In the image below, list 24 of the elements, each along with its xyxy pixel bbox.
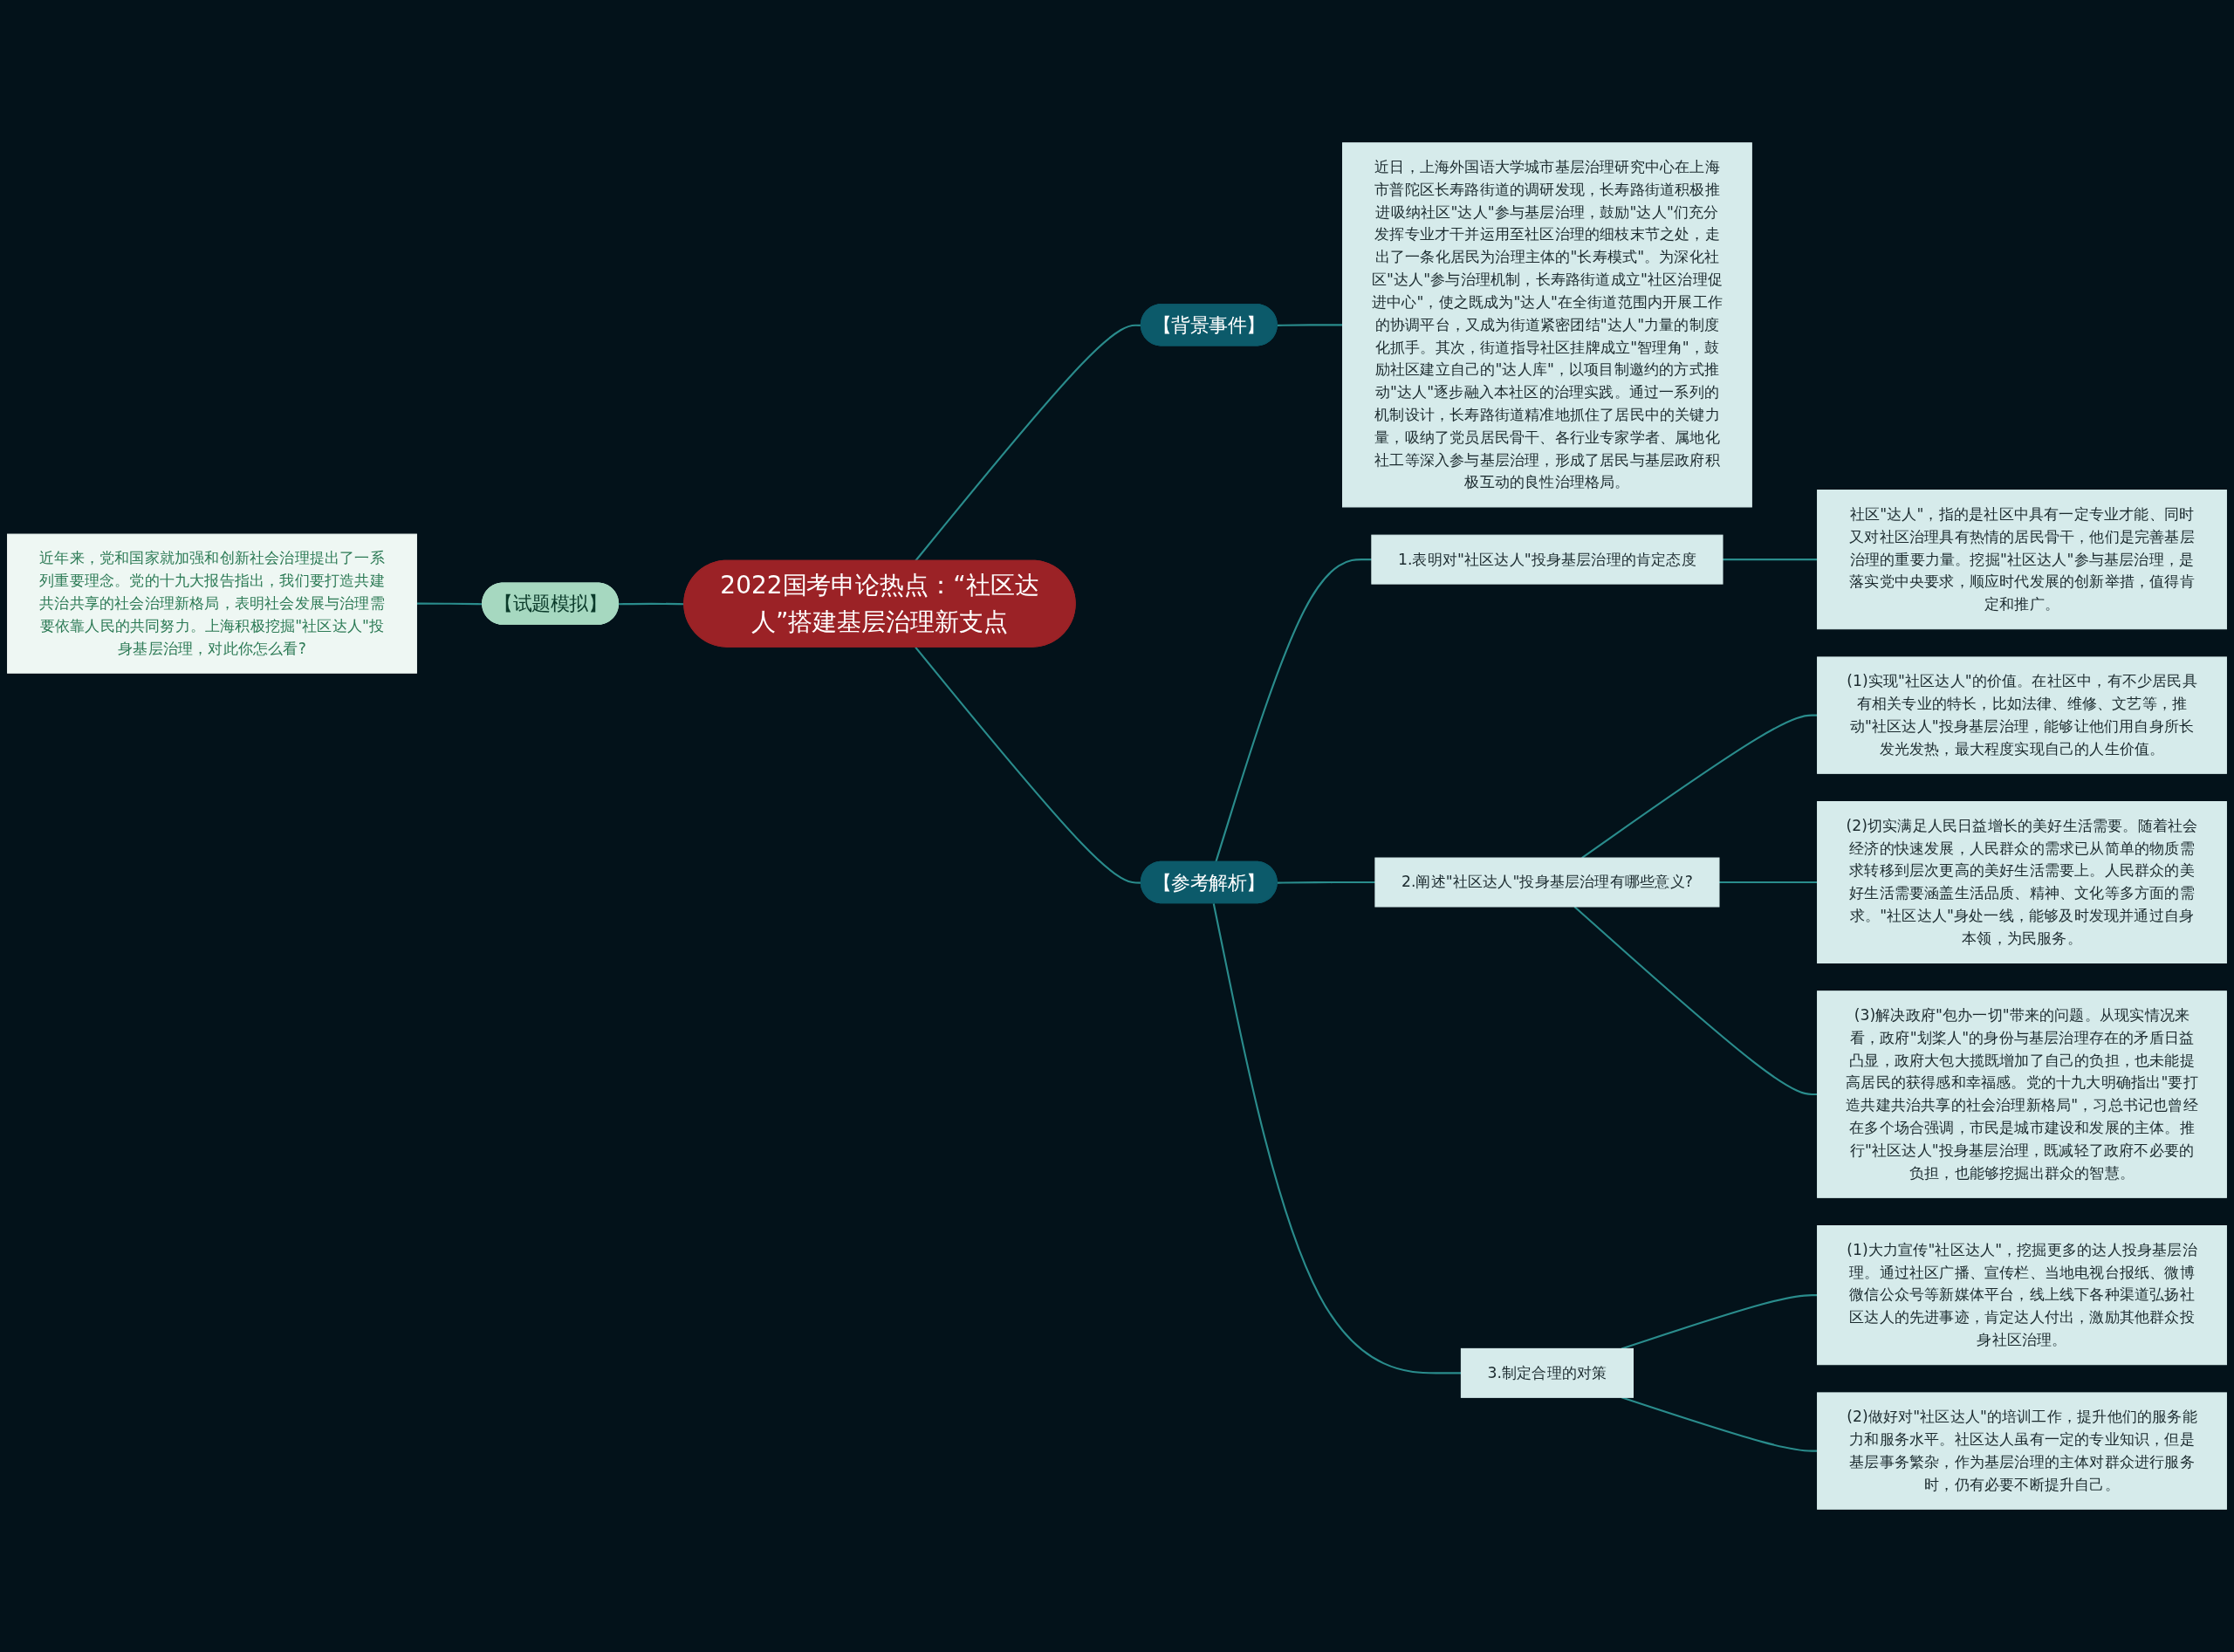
connector — [1277, 881, 1375, 884]
node-box: 3.制定合理的对策 — [1460, 1347, 1634, 1398]
connector — [1621, 1396, 1818, 1452]
node-box: 2.阐述"社区达人"投身基层治理有哪些意义? — [1374, 857, 1720, 908]
node-box: 近日，上海外国语大学城市基层治理研究中心在上海市普陀区长寿路街道的调研发现，长寿路街道积极推进吸纳社区"达人"参与基层治理，鼓励"达人"们充分发挥专业才干并运用至社区治理的细枝末节之处，走出了一条化居民为治理主体的"长寿模式"。为深化社区"达人"参与治理机制，长寿路街道成立"社区治理促进中心"，使之既成为"达人"在全街道范围内开展工作的协调平台，又成为街道紧密团结"达人"力量的制度化抓手。其次，街道指导社区挂牌成立"智理角"，鼓励社区建立自己的"达人库"，以项目制邀约的方式推动"达人"逐步融入本社区的治理实践。通过一系列的机制设计，长寿路街道精准地抓住了居民中的关键力量，吸纳了党员居民骨干、各行业专家学者、属地化社工等深入参与基层治理，形成了居民与基层政府积极互动的良性治理格局。 — [1342, 142, 1752, 508]
connector — [1277, 324, 1343, 326]
connector — [1718, 881, 1818, 884]
connector — [1212, 903, 1462, 1374]
node-box: 近年来，党和国家就加强和创新社会治理提出了一系列重要理念。党的十九大报告指出，我们要打造共建共治共享的社会治理新格局，表明社会发展与治理需要依靠人民的共同努力。上海积极挖掘"社区达人"投身基层治理，对此你怎么看? — [7, 533, 417, 674]
node-box: (3)解决政府"包办一切"带来的问题。从现实情况来看，政府"划桨人"的身份与基层治理存在的矛盾日益凸显，政府大包大揽既增加了自己的负担，也未能提高居民的获得感和幸福感。党的十九大明确指出"要打造共建共治共享的社会治理新格局"，习总书记也曾经在多个场合强调，市民是城市建设和发展的主体。推行"社区达人"投身基层治理，既减轻了政府不必要的负担，也能够挖掘出群众的智慧。 — [1817, 991, 2227, 1198]
connector — [915, 324, 1141, 562]
node-box: 1.表明对"社区达人"投身基层治理的肯定态度 — [1371, 534, 1723, 585]
connector — [915, 647, 1141, 884]
connector — [1573, 906, 1818, 1096]
connector — [1215, 559, 1372, 863]
connector — [1723, 559, 1818, 561]
connector — [1621, 1294, 1818, 1350]
node-box: (2)切实满足人民日益增长的美好生活需要。随着社会经济的快速发展，人民群众的需求已从简单的物质需求转移到层次更高的美好生活需要上。人民群众的美好生活需要涵盖生活品质、精神、文化等多方面的需求。"社区达人"身处一线，能够及时发现并通过自身本领，为民服务。 — [1817, 801, 2227, 963]
node-box: (2)做好对"社区达人"的培训工作，提升他们的服务能力和服务水平。社区达人虽有一定的专业知识，但是基层事务繁杂，作为基层治理的主体对群众进行服务时，仍有必要不断提升自己。 — [1817, 1392, 2227, 1510]
connector — [1581, 714, 1818, 859]
node-box: 社区"达人"，指的是社区中具有一定专业才能、同时又对社区治理具有热情的居民骨干，他们是完善基层治理的重要力量。挖掘"社区达人"参与基层治理，是落实党中央要求，顺应时代发展的创新举措，值得肯定和推广。 — [1817, 490, 2227, 630]
node-box: (1)大力宣传"社区达人"，挖掘更多的达人投身基层治理。通过社区广播、宣传栏、当地电视台报纸、微博微信公众号等新媒体平台，线上线下各种渠道弘扬社区达人的先进事迹，肯定达人付出，激励其他群众投身社区治理。 — [1817, 1225, 2227, 1366]
node-box: (1)实现"社区达人"的价值。在社区中，有不少居民具有相关专业的特长，比如法律、维修、文艺等，推动"社区达人"投身基层治理，能够让他们用自身所长发光发热，最大程度实现自己的人生价值。 — [1817, 656, 2227, 774]
connector — [619, 602, 685, 606]
